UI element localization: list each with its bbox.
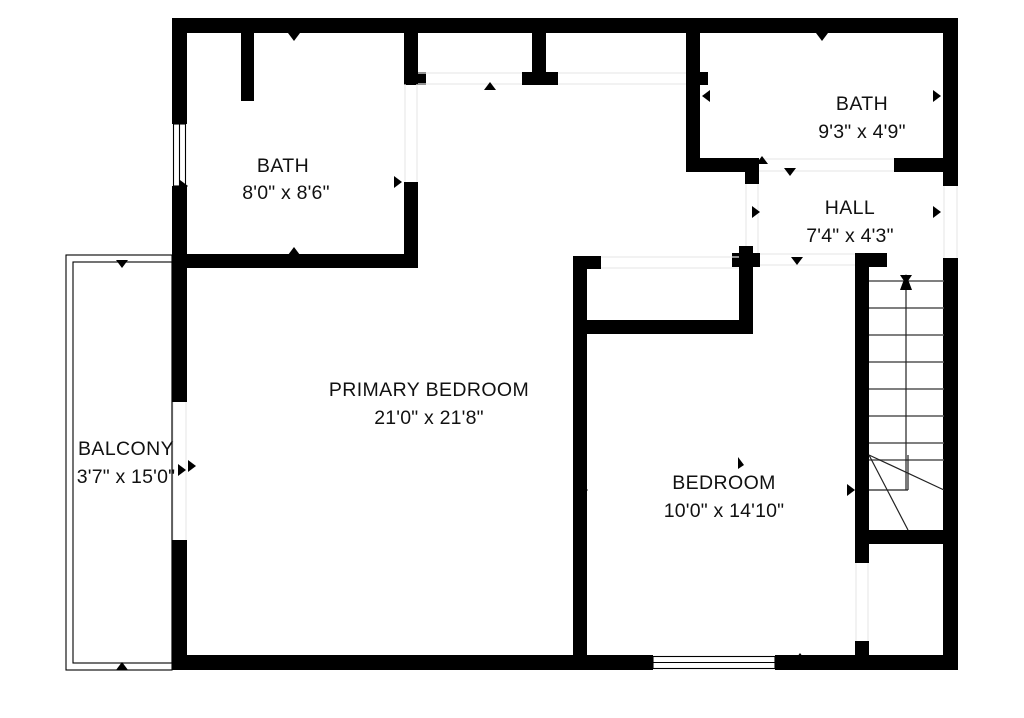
window-bath-left bbox=[172, 123, 187, 187]
bedroom-divider-walls bbox=[573, 256, 753, 655]
label-primary-bedroom: PRIMARY BEDROOM bbox=[329, 379, 529, 401]
label-hall: HALL bbox=[825, 197, 875, 219]
dims-bath-left: 8'0" x 8'6" bbox=[242, 182, 329, 204]
label-bath-right: BATH bbox=[836, 93, 888, 115]
balcony-outline bbox=[65, 254, 173, 671]
label-balcony: BALCONY bbox=[78, 438, 174, 460]
room-bath-left-walls bbox=[186, 33, 426, 268]
label-bedroom: BEDROOM bbox=[672, 472, 776, 494]
direction-markers bbox=[116, 33, 941, 670]
top-middle-partitions bbox=[418, 33, 708, 85]
dims-bedroom: 10'0" x 14'10" bbox=[664, 500, 785, 522]
dims-hall: 7'4" x 4'3" bbox=[806, 225, 893, 247]
room-bath-right-walls bbox=[686, 84, 958, 184]
label-bath-left: BATH bbox=[257, 155, 309, 177]
staircase bbox=[855, 265, 958, 544]
dims-bath-right: 9'3" x 4'9" bbox=[818, 121, 905, 143]
room-labels: BATH 8'0" x 8'6" BATH 9'3" x 4'9" HALL 7… bbox=[77, 93, 906, 522]
exterior-walls bbox=[172, 18, 958, 670]
dims-primary-bedroom: 21'0" x 21'8" bbox=[374, 407, 484, 429]
window-bedroom-south bbox=[652, 655, 776, 670]
dims-balcony: 3'7" x 15'0" bbox=[77, 466, 176, 488]
understair-closet bbox=[855, 544, 869, 655]
